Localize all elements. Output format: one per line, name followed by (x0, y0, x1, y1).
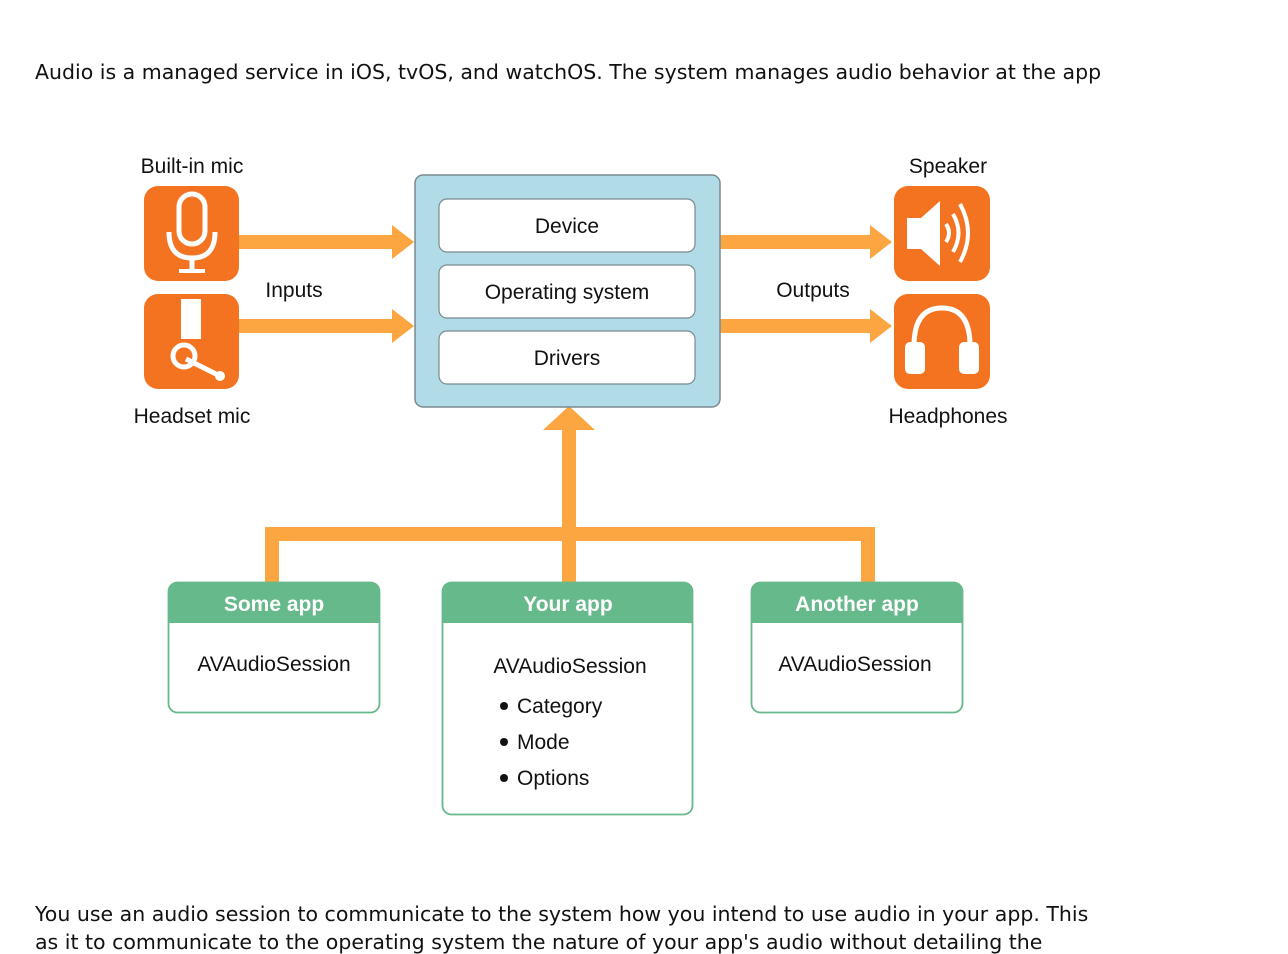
headset-mic-icon (144, 294, 239, 389)
speaker-icon (894, 186, 990, 281)
system-box: Device Operating system Drivers (414, 174, 721, 408)
builtin-mic-label: Built-in mic (141, 155, 244, 178)
input-arrows (238, 225, 414, 343)
another-app-session: AVAudioSession (778, 653, 931, 676)
drivers-layer (438, 330, 696, 385)
headphones-label: Headphones (888, 405, 1007, 428)
app-connectors (265, 406, 875, 584)
some-app-session: AVAudioSession (197, 653, 350, 676)
headphones-icon (894, 294, 990, 389)
intro-paragraph: Audio is a managed service in iOS, tvOS,… (35, 60, 1102, 84)
operating-system-layer-label: Operating system (485, 281, 650, 304)
your-app-option-category: Category (517, 695, 603, 718)
device-layer (438, 198, 696, 253)
microphone-icon (144, 186, 239, 281)
device-layer-label: Device (535, 215, 599, 238)
your-app-option-options: Options (517, 767, 589, 790)
another-app-title: Another app (795, 593, 919, 616)
speaker-label: Speaker (909, 155, 987, 178)
outputs-label: Outputs (776, 279, 850, 302)
usage-paragraph-continued: as it to communicate to the operating sy… (35, 930, 1043, 954)
usage-paragraph: You use an audio session to communicate … (35, 902, 1089, 926)
your-app-session: AVAudioSession (493, 655, 646, 678)
another-app-box: Another app AVAudioSession (750, 581, 964, 714)
some-app-box: Some app AVAudioSession (167, 581, 381, 714)
your-app-option-mode: Mode (517, 731, 570, 754)
drivers-layer-label: Drivers (534, 347, 601, 370)
inputs-label: Inputs (265, 279, 322, 302)
your-app-box: Your app AVAudioSession Category Mode Op… (441, 581, 694, 816)
some-app-title: Some app (224, 593, 324, 616)
headset-mic-label: Headset mic (134, 405, 251, 428)
operating-system-layer (438, 264, 696, 319)
output-arrows (720, 225, 892, 343)
your-app-title: Your app (523, 593, 612, 616)
